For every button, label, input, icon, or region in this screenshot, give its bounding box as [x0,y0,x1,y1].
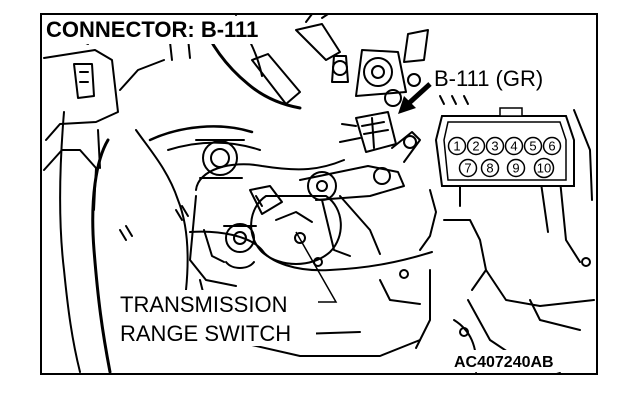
connector-callout-background [432,66,560,92]
figure-code-background [450,350,590,372]
pin-4 [504,136,524,156]
connector-pins-bottom-row: 7 8 9 10 [458,157,555,179]
pin-6-label: 6 [548,139,555,154]
figure-code-group: AC407240AB [450,350,590,372]
pin-8 [480,158,500,178]
connector-pins-top-row: 1 2 3 4 5 6 [447,136,562,156]
connector-face-inner [443,121,567,181]
connector-callout-label: B-111 (GR) [434,66,543,91]
pin-10-label: 10 [537,161,551,176]
pin-6 [542,136,562,156]
pin-2 [466,136,486,156]
arrow-head-icon [398,96,416,114]
connector-face: 1 2 3 4 5 6 7 8 9 10 [434,107,575,187]
pin-3 [485,136,505,156]
component-label-line1: TRANSMISSION [120,292,287,317]
leader-line [295,231,338,303]
pin-9 [506,158,526,178]
pin-5-label: 5 [529,139,536,154]
pin-2-label: 2 [472,139,479,154]
component-label-line2: RANGE SWITCH [120,321,291,346]
pin-5 [523,136,543,156]
connector-title-group: CONNECTOR: B-111 [43,16,289,44]
engine-bay-illustration [43,13,595,374]
pin-10 [533,157,555,179]
callout-arrow [398,82,432,114]
pin-1-label: 1 [453,139,460,154]
pin-9-label: 9 [512,161,519,176]
component-label-group: TRANSMISSION RANGE SWITCH [116,290,316,346]
figure-frame [40,13,598,375]
pin-4-label: 4 [510,139,517,154]
connector-title-background [43,16,289,44]
connector-title: CONNECTOR: B-111 [46,17,258,42]
pin-3-label: 3 [491,139,498,154]
pin-8-label: 8 [486,161,493,176]
pin-7-label: 7 [464,161,471,176]
component-label-background [116,290,316,346]
connector-callout-group: B-111 (GR) [432,66,560,92]
figure-code: AC407240AB [454,354,554,371]
connector-latch [499,107,523,117]
pin-1 [447,136,467,156]
pin-7 [458,158,478,178]
